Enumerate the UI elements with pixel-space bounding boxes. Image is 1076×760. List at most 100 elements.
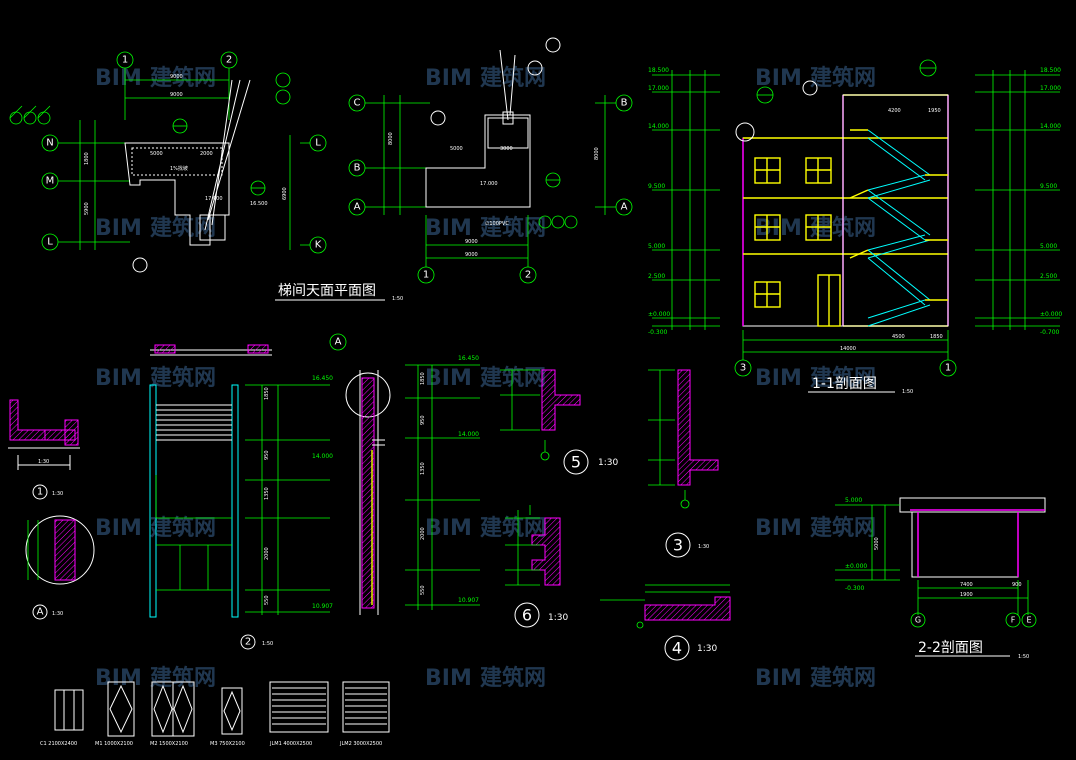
svg-text:2000: 2000 [200, 151, 213, 157]
svg-text:3: 3 [740, 363, 746, 374]
svg-text:2-2剖面图: 2-2剖面图 [918, 640, 983, 656]
svg-text:550: 550 [420, 585, 426, 595]
svg-text:BIM: BIM [95, 366, 142, 391]
svg-text:C1 2100X2400: C1 2100X2400 [40, 741, 77, 747]
svg-text:B: B [621, 98, 628, 109]
svg-text:BIM: BIM [425, 366, 472, 391]
svg-text:1:50: 1:50 [1018, 654, 1029, 660]
svg-text:1850: 1850 [930, 334, 943, 340]
svg-text:-0.700: -0.700 [1040, 329, 1060, 336]
svg-text:16.500: 16.500 [250, 201, 268, 207]
svg-text:8000: 8000 [388, 132, 394, 145]
svg-text:JLM1 4000X2500: JLM1 4000X2500 [269, 741, 312, 747]
axis-bubble-a-detail: A [329, 333, 347, 351]
svg-text:5.000: 5.000 [648, 243, 665, 250]
svg-text:1:50: 1:50 [902, 389, 913, 395]
detail-6: 6 1:30 [505, 505, 568, 628]
svg-text:8000: 8000 [594, 147, 600, 160]
svg-text:17.000: 17.000 [648, 85, 669, 92]
svg-text:L: L [315, 138, 321, 149]
svg-text:建筑网: 建筑网 [150, 215, 216, 241]
svg-text:∅100PVC: ∅100PVC [485, 221, 509, 227]
svg-text:950: 950 [420, 415, 426, 425]
svg-text:5.000: 5.000 [1040, 243, 1057, 250]
svg-text:L: L [47, 237, 53, 248]
svg-text:10.907: 10.907 [458, 597, 479, 604]
svg-text:C: C [354, 98, 361, 109]
svg-text:550: 550 [264, 595, 270, 605]
svg-text:4200: 4200 [888, 108, 901, 114]
svg-text:建筑网: 建筑网 [150, 365, 216, 391]
svg-text:BIM: BIM [95, 216, 142, 241]
svg-text:9000: 9000 [465, 252, 478, 258]
watermark: BIM 建筑网 [95, 215, 216, 241]
axis-bubble-a: A [348, 198, 366, 216]
svg-text:建筑网: 建筑网 [480, 365, 546, 391]
axis-bubble-e: E [1021, 612, 1037, 628]
svg-text:3000: 3000 [500, 146, 513, 152]
axis-bubble-1b: 1 [417, 266, 435, 284]
svg-text:14.000: 14.000 [648, 123, 669, 130]
svg-text:1:50: 1:50 [262, 641, 273, 647]
elevation-2: 1850 950 1350 2000 550 16.450 14.000 10.… [149, 344, 333, 650]
axis-bubble-2: 2 [220, 51, 238, 69]
svg-text:17.000: 17.000 [205, 196, 223, 202]
svg-text:7400: 7400 [960, 582, 973, 588]
svg-text:1850: 1850 [420, 372, 426, 385]
svg-text:9000: 9000 [465, 239, 478, 245]
svg-text:建筑网: 建筑网 [480, 665, 546, 691]
axis-bubble-1c: 1 [939, 359, 957, 377]
svg-text:BIM: BIM [95, 666, 142, 691]
axis-bubble-k: K [309, 236, 327, 254]
svg-text:1:30: 1:30 [52, 611, 63, 617]
svg-text:9000: 9000 [170, 74, 183, 80]
svg-text:M1 1000X2100: M1 1000X2100 [95, 741, 133, 747]
svg-text:K: K [315, 240, 322, 251]
axis-bubble-f: F [1005, 612, 1021, 628]
svg-text:BIM: BIM [755, 366, 802, 391]
axis-bubble-2b: 2 [519, 266, 537, 284]
svg-text:BIM: BIM [425, 516, 472, 541]
svg-text:BIM: BIM [425, 216, 472, 241]
svg-text:9.500: 9.500 [648, 183, 665, 190]
section-2-2: G F E 5.000 ±0.000 -0.300 7400 1900 900 … [835, 497, 1046, 660]
svg-text:18.500: 18.500 [648, 67, 669, 74]
svg-text:9.500: 9.500 [1040, 183, 1057, 190]
svg-text:18.500: 18.500 [1040, 67, 1061, 74]
watermark: BIM 建筑网 [755, 365, 876, 391]
svg-text:建筑网: 建筑网 [810, 365, 876, 391]
svg-text:M2 1500X2100: M2 1500X2100 [150, 741, 188, 747]
axis-bubble-l-right: L [309, 134, 327, 152]
svg-text:E: E [1026, 616, 1031, 625]
svg-text:2.500: 2.500 [648, 273, 665, 280]
axis-bubble-b-right: B [615, 94, 633, 112]
door-c1: C1 2100X2400 [40, 689, 84, 747]
svg-text:9000: 9000 [170, 92, 183, 98]
svg-text:5: 5 [571, 453, 581, 472]
svg-text:BIM: BIM [755, 666, 802, 691]
axis-bubble-b: B [348, 159, 366, 177]
svg-text:4: 4 [672, 639, 682, 658]
roof-plan-middle: C B A B A 1 2 5000 3000 8000 8000 9000 9… [348, 37, 633, 284]
svg-text:BIM: BIM [755, 216, 802, 241]
axis-bubble-a-right: A [615, 198, 633, 216]
svg-text:5000: 5000 [150, 151, 163, 157]
axis-bubble-g: G [910, 612, 926, 628]
svg-text:±0.000: ±0.000 [648, 311, 670, 318]
svg-text:1: 1 [423, 270, 429, 281]
svg-text:5000: 5000 [874, 537, 880, 550]
svg-text:14.000: 14.000 [312, 453, 333, 460]
axis-bubble-3: 3 [734, 359, 752, 377]
svg-text:5000: 5000 [450, 146, 463, 152]
svg-text:A: A [621, 202, 628, 213]
svg-text:1:30: 1:30 [548, 613, 568, 623]
